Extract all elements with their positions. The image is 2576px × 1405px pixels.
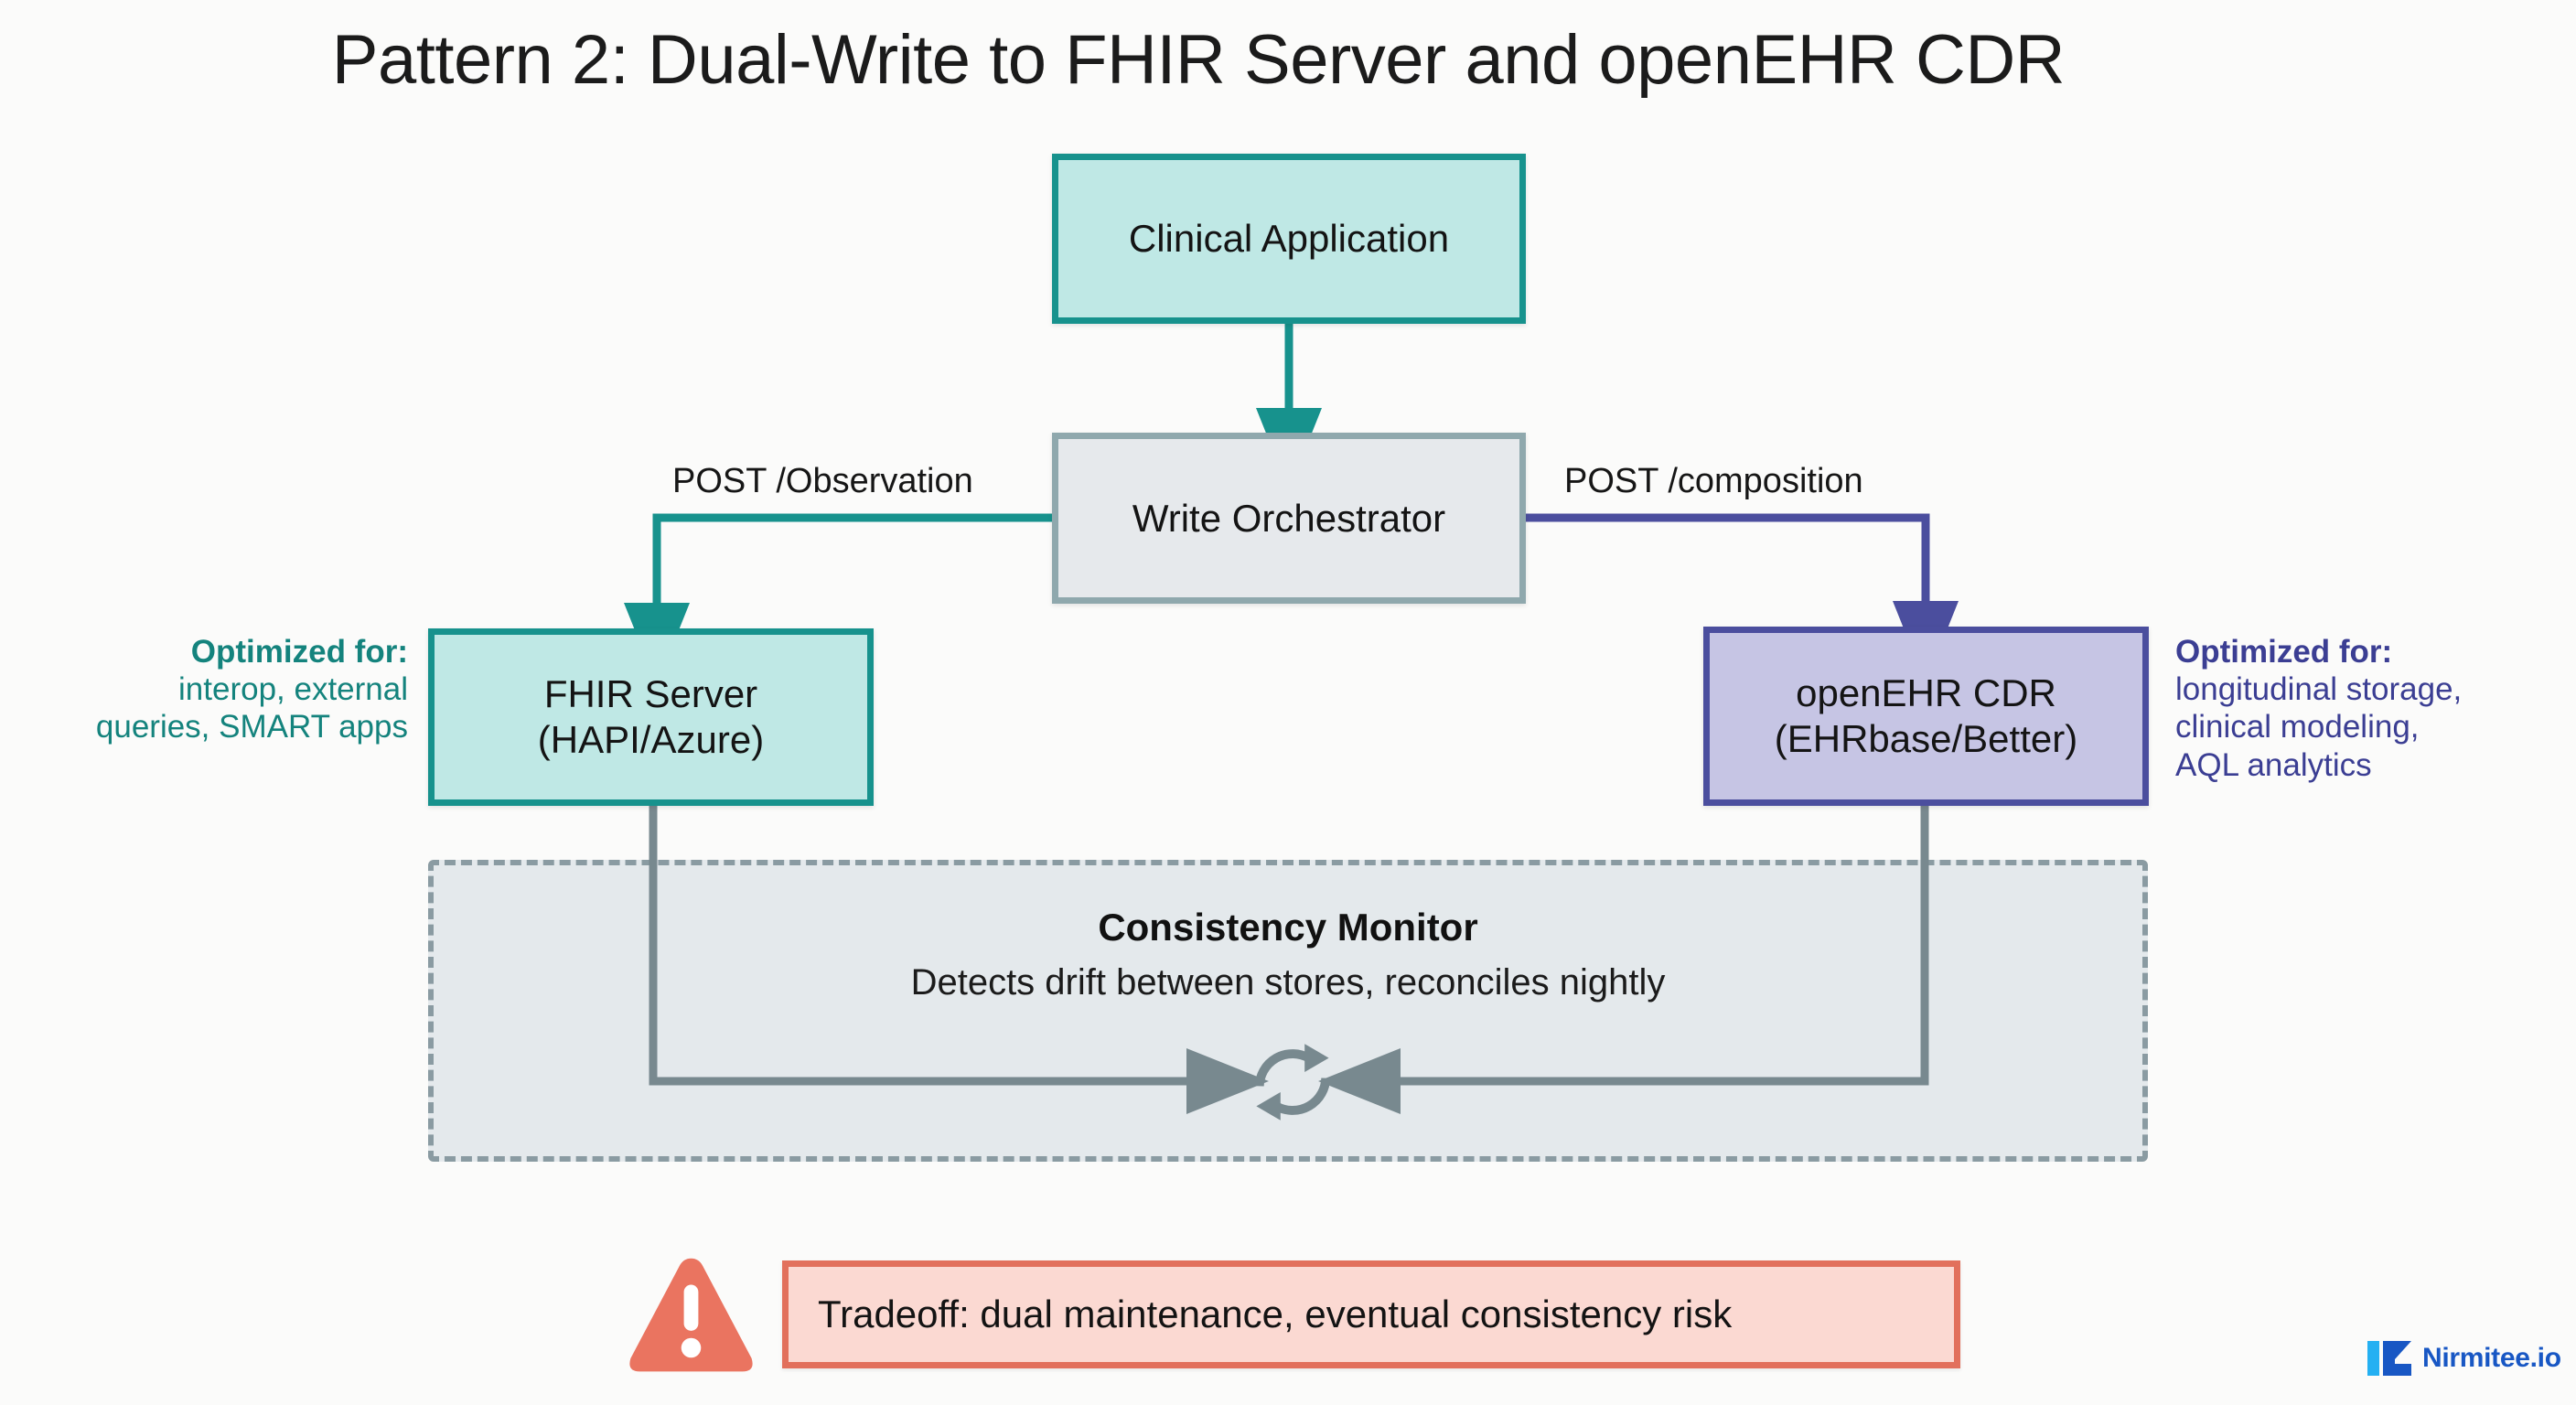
sync-icon	[1254, 1044, 1331, 1121]
nirmitee-logo-text: Nirmitee.io	[2422, 1343, 2561, 1373]
annotation-right-line-3: AQL analytics	[2175, 746, 2372, 783]
annotation-right-line-2: clinical modeling,	[2175, 709, 2420, 745]
warning-triangle-icon	[629, 1258, 753, 1372]
consistency-monitor-subtitle: Detects drift between stores, reconciles…	[910, 962, 1666, 1003]
annotation-fhir-optimized-for: Optimized for: interop, external queries…	[88, 634, 408, 746]
node-write-orchestrator[interactable]: Write Orchestrator	[1052, 433, 1526, 604]
edge-orchestrator-to-fhir	[624, 513, 1052, 685]
edge-orchestrator-to-openehr	[1526, 513, 1959, 683]
nirmitee-logo-mark-icon	[2367, 1341, 2411, 1376]
annotation-right-heading: Optimized for:	[2175, 634, 2393, 670]
openehr-cdr-label-secondary: (EHRbase/Better)	[1774, 717, 2078, 760]
annotation-openehr-optimized-for: Optimized for: longitudinal storage, cli…	[2175, 634, 2576, 784]
fhir-server-label-secondary: (HAPI/Azure)	[537, 718, 765, 761]
annotation-left-heading: Optimized for:	[190, 634, 408, 670]
page-title: Pattern 2: Dual-Write to FHIR Server and…	[331, 21, 2066, 99]
node-fhir-server[interactable]: FHIR Server (HAPI/Azure)	[428, 628, 874, 806]
tradeoff-text: Tradeoff: dual maintenance, eventual con…	[818, 1292, 1733, 1335]
clinical-application-label: Clinical Application	[1128, 217, 1450, 261]
annotation-right-line-1: longitudinal storage,	[2175, 671, 2463, 707]
edge-label-post-observation: POST /Observation	[672, 462, 973, 500]
node-openehr-cdr[interactable]: openEHR CDR (EHRbase/Better)	[1703, 627, 2149, 806]
tradeoff-banner: Tradeoff: dual maintenance, eventual con…	[782, 1260, 1960, 1368]
node-clinical-application[interactable]: Clinical Application	[1052, 154, 1526, 324]
annotation-left-line-1: interop, external	[178, 671, 408, 707]
edge-label-post-composition: POST /composition	[1564, 462, 1863, 500]
annotation-left-line-2: queries, SMART apps	[95, 709, 408, 745]
nirmitee-logo[interactable]: Nirmitee.io	[2367, 1341, 2561, 1376]
write-orchestrator-label: Write Orchestrator	[1132, 496, 1446, 540]
openehr-cdr-label-primary: openEHR CDR	[1796, 671, 2056, 715]
fhir-server-label-primary: FHIR Server	[543, 672, 758, 716]
consistency-monitor-title: Consistency Monitor	[1098, 906, 1478, 949]
